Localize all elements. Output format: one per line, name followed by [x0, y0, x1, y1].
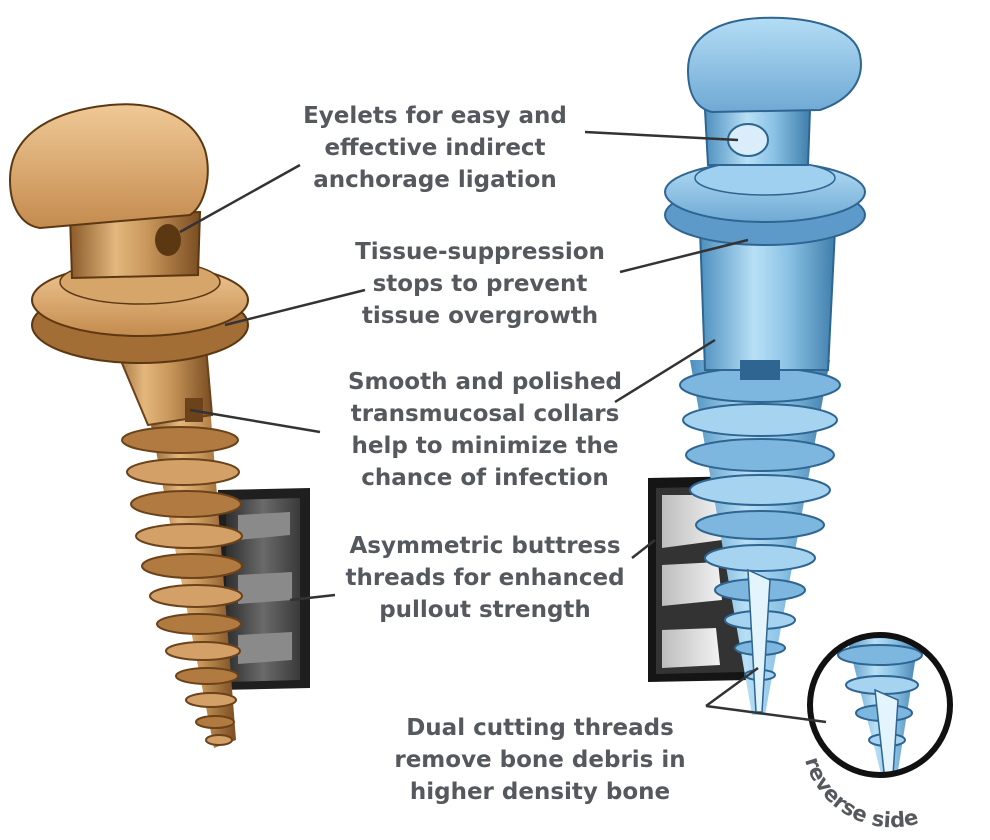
- reverse-side-textpath: reverse side: [800, 754, 920, 832]
- reverse-side-text: reverse side: [800, 754, 920, 832]
